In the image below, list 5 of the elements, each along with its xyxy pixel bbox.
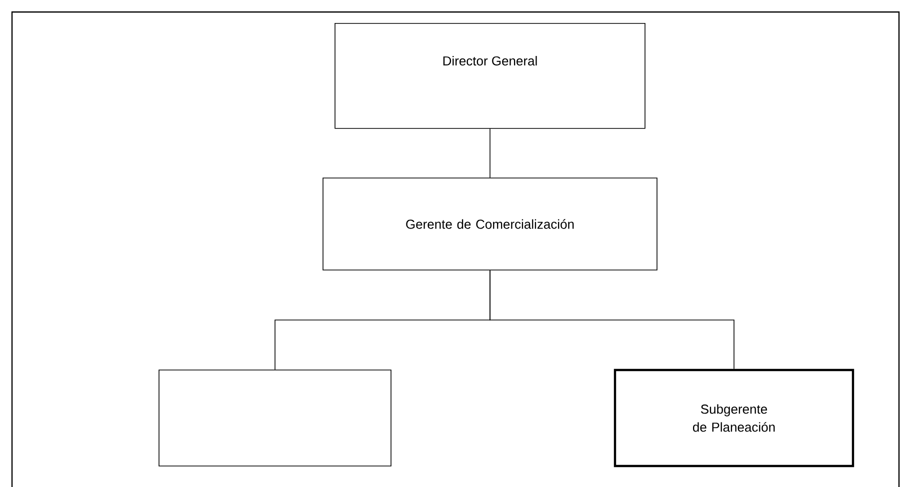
org-box: [158, 370, 392, 466]
org-box: Director General: [334, 23, 646, 129]
connector-line: [490, 270, 734, 370]
org-box: Gerente de Comercialización: [322, 178, 658, 270]
org-box: Subgerente de Planeación: [614, 368, 854, 468]
